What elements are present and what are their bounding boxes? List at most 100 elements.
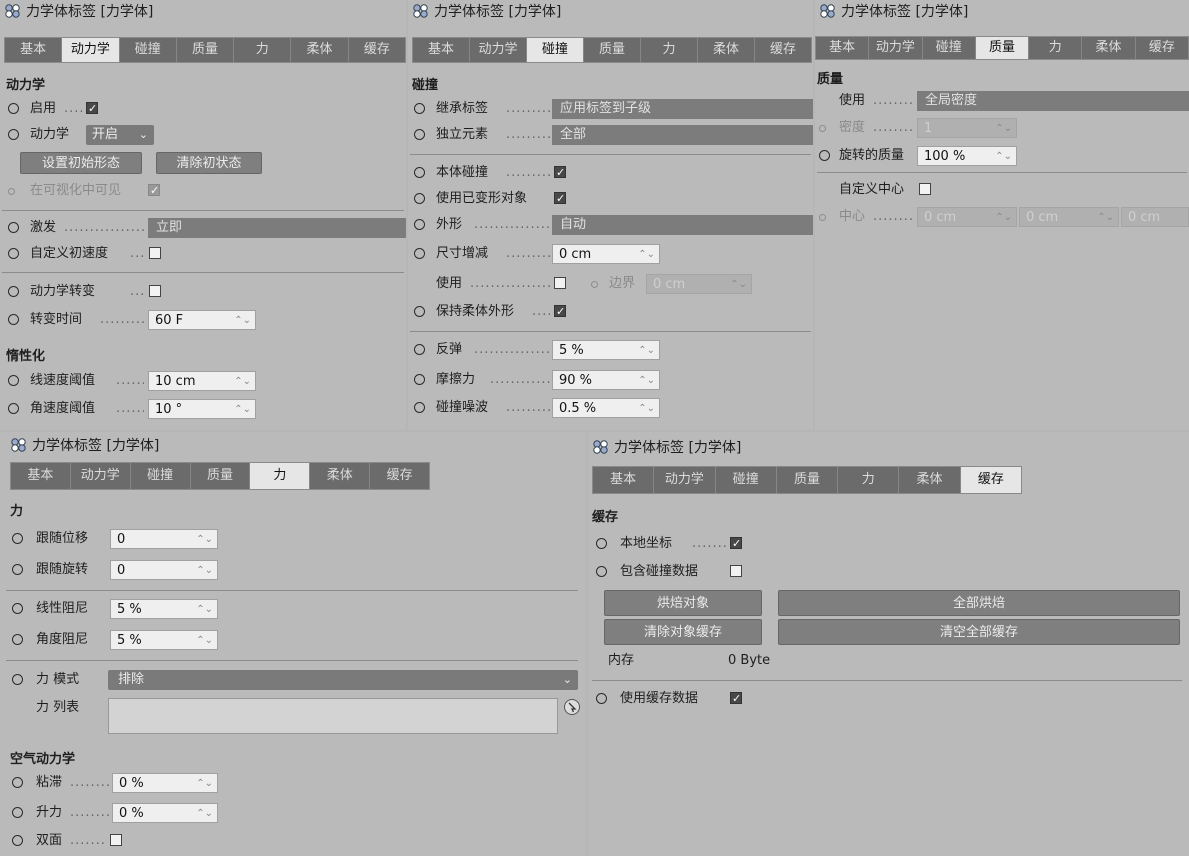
tab-cache[interactable]: 缓存 [1148, 40, 1175, 55]
linear-threshold-input[interactable]: 10 cm⌃⌄ [148, 371, 256, 391]
animate-dot-icon[interactable] [414, 374, 425, 385]
bake-object-button[interactable]: 烘焙对象 [604, 590, 762, 616]
tab-force[interactable]: 力 [234, 38, 292, 62]
include-collision-data-checkbox[interactable] [730, 565, 742, 577]
tab-dynamics[interactable]: 动力学 [470, 38, 527, 62]
collision-noise-input[interactable]: 0.5 %⌃⌄ [552, 398, 660, 418]
animate-dot-icon[interactable] [596, 538, 607, 549]
tab-force[interactable]: 力 [641, 38, 698, 62]
tab-dynamics[interactable]: 动力学 [869, 37, 923, 59]
pick-arrow-icon[interactable] [563, 698, 581, 716]
individual-elements-dropdown[interactable]: 全部 [552, 125, 813, 145]
tab-cache[interactable]: 缓存 [386, 468, 413, 483]
tab-force[interactable]: 力 [250, 463, 311, 489]
tab-collision[interactable]: 碰撞 [131, 463, 191, 489]
shape-dropdown[interactable]: 自动 [552, 215, 813, 235]
keep-soft-shape-checkbox[interactable] [554, 301, 566, 323]
transition-time-input[interactable]: 60 F⌃⌄ [148, 310, 256, 330]
follow-rotation-input[interactable]: 0⌃⌄ [110, 560, 218, 580]
self-collision-checkbox[interactable] [554, 162, 566, 184]
stepper-icon[interactable]: ⌃⌄ [196, 565, 213, 576]
stepper-icon[interactable]: ⌃⌄ [234, 315, 251, 326]
tab-basic[interactable]: 基本 [816, 37, 870, 59]
animate-dot-icon[interactable] [414, 129, 425, 140]
tab-mass[interactable]: 质量 [584, 38, 641, 62]
animate-dot-icon[interactable] [596, 693, 607, 704]
animate-dot-icon[interactable] [8, 222, 19, 233]
stepper-icon[interactable]: ⌃⌄ [995, 151, 1012, 162]
use-cache-data-checkbox[interactable] [730, 688, 742, 710]
custom-velocity-checkbox[interactable] [149, 247, 161, 259]
clear-all-cache-button[interactable]: 清空全部缓存 [778, 619, 1180, 645]
local-coords-checkbox[interactable] [730, 533, 742, 555]
animate-dot-icon[interactable] [819, 150, 830, 161]
animate-dot-icon[interactable] [414, 193, 425, 204]
tab-dynamics[interactable]: 动力学 [62, 38, 120, 62]
angular-threshold-input[interactable]: 10 °⌃⌄ [148, 399, 256, 419]
tab-soft-body[interactable]: 柔体 [698, 38, 755, 62]
stepper-icon[interactable]: ⌃⌄ [234, 404, 251, 415]
use-margin-checkbox[interactable] [554, 277, 566, 289]
animate-dot-icon[interactable] [8, 103, 19, 114]
tab-mass[interactable]: 质量 [177, 38, 235, 62]
angular-damping-input[interactable]: 5 %⌃⌄ [110, 630, 218, 650]
stepper-icon[interactable]: ⌃⌄ [196, 778, 213, 789]
size-increment-input[interactable]: 0 cm⌃⌄ [552, 244, 660, 264]
animate-dot-icon[interactable] [12, 777, 23, 788]
tab-mass[interactable]: 质量 [975, 37, 1030, 59]
two-sided-checkbox[interactable] [110, 834, 122, 846]
stepper-icon[interactable]: ⌃⌄ [234, 376, 251, 387]
tab-soft-body[interactable]: 柔体 [310, 463, 371, 489]
animate-dot-icon[interactable] [12, 564, 23, 575]
tab-mass[interactable]: 质量 [777, 467, 839, 493]
animate-dot-icon[interactable] [12, 807, 23, 818]
tab-cache[interactable]: 缓存 [769, 42, 796, 57]
tab-basic[interactable]: 基本 [593, 467, 655, 493]
mass-use-dropdown[interactable]: 全局密度 [917, 91, 1189, 111]
clear-object-cache-button[interactable]: 清除对象缓存 [604, 619, 762, 645]
animate-dot-icon[interactable] [414, 344, 425, 355]
tab-collision[interactable]: 碰撞 [527, 38, 584, 62]
bounce-input[interactable]: 5 %⌃⌄ [552, 340, 660, 360]
use-deformed-checkbox[interactable] [554, 188, 566, 210]
force-mode-dropdown[interactable]: 排除 ⌄ [108, 670, 578, 690]
friction-input[interactable]: 90 %⌃⌄ [552, 370, 660, 390]
tab-soft-body[interactable]: 柔体 [1082, 37, 1136, 59]
animate-dot-icon[interactable] [12, 533, 23, 544]
stepper-icon[interactable]: ⌃⌄ [638, 249, 655, 260]
tab-collision[interactable]: 碰撞 [120, 38, 177, 62]
stepper-icon[interactable]: ⌃⌄ [638, 345, 655, 356]
follow-position-input[interactable]: 0⌃⌄ [110, 529, 218, 549]
linear-damping-input[interactable]: 5 %⌃⌄ [110, 599, 218, 619]
tab-mass[interactable]: 质量 [191, 463, 251, 489]
tab-collision[interactable]: 碰撞 [716, 467, 777, 493]
tab-collision[interactable]: 碰撞 [923, 37, 976, 59]
tab-cache[interactable]: 缓存 [363, 42, 390, 57]
animate-dot-icon[interactable] [414, 103, 425, 114]
stepper-icon[interactable]: ⌃⌄ [196, 604, 213, 615]
lift-input[interactable]: 0 %⌃⌄ [112, 803, 218, 823]
force-list-box[interactable] [108, 698, 558, 734]
animate-dot-icon[interactable] [414, 402, 425, 413]
bake-all-button[interactable]: 全部烘焙 [778, 590, 1180, 616]
trigger-dropdown[interactable]: 立即 [148, 218, 406, 238]
stepper-icon[interactable]: ⌃⌄ [196, 534, 213, 545]
stepper-icon[interactable]: ⌃⌄ [196, 635, 213, 646]
animate-dot-icon[interactable] [12, 603, 23, 614]
stepper-icon[interactable]: ⌃⌄ [196, 808, 213, 819]
tab-dynamics[interactable]: 动力学 [71, 463, 131, 489]
tab-basic[interactable]: 基本 [413, 38, 470, 62]
custom-center-checkbox[interactable] [919, 183, 931, 195]
tab-force[interactable]: 力 [1029, 37, 1083, 59]
stepper-icon[interactable]: ⌃⌄ [638, 375, 655, 386]
animate-dot-icon[interactable] [8, 403, 19, 414]
animate-dot-icon[interactable] [8, 248, 19, 259]
drag-input[interactable]: 0 %⌃⌄ [112, 773, 218, 793]
clear-initial-state-button[interactable]: 清除初状态 [156, 152, 262, 174]
animate-dot-icon[interactable] [12, 674, 23, 685]
tab-soft-body[interactable]: 柔体 [899, 467, 961, 493]
animate-dot-icon[interactable] [12, 835, 23, 846]
tab-dynamics[interactable]: 动力学 [654, 467, 716, 493]
transition-checkbox[interactable] [149, 285, 161, 297]
enabled-checkbox[interactable] [86, 98, 98, 120]
